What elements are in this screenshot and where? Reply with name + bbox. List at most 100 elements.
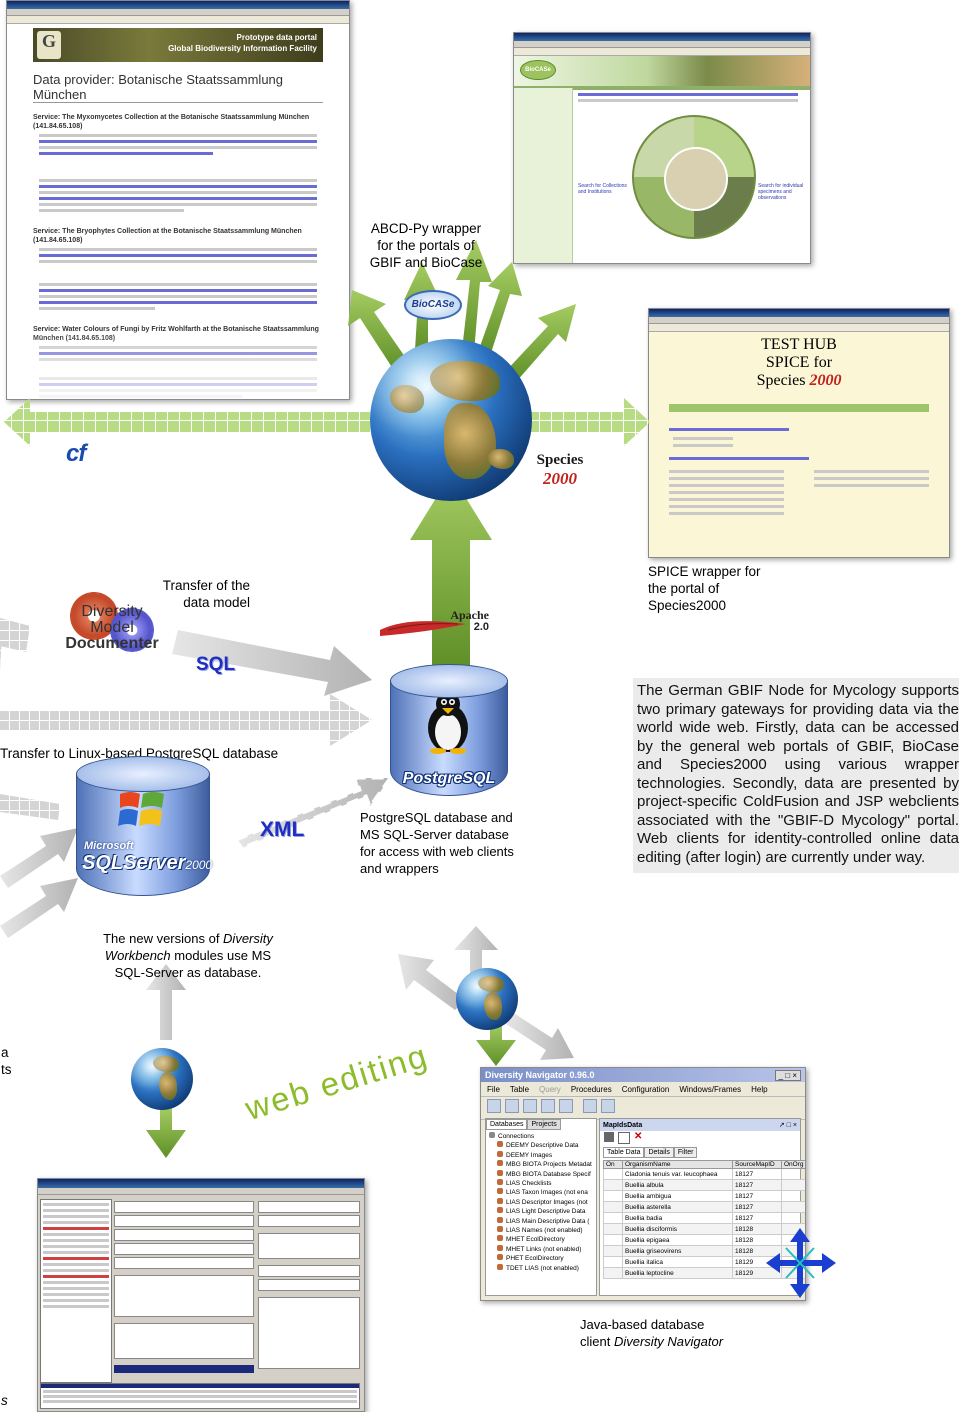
arrow-grey-sqlserver-1 <box>0 794 60 820</box>
postgresql-database-icon: PostgreSQL <box>390 664 508 796</box>
tree-item[interactable]: LIAS Main Descriptive Data ( <box>489 1216 593 1226</box>
database-icon <box>497 1179 503 1186</box>
table-cell <box>781 1201 805 1213</box>
menu-item-help[interactable]: Help <box>751 1084 768 1094</box>
menu-item-query[interactable]: Query <box>539 1084 561 1094</box>
database-icon <box>497 1197 503 1204</box>
window-controls-icon[interactable]: _ □ × <box>774 1069 801 1081</box>
menu-item-table[interactable]: Table <box>509 1084 530 1094</box>
table-cell: 18127 <box>732 1190 782 1202</box>
tree-item[interactable]: LIAS Light Descriptive Data <box>489 1207 593 1216</box>
tree-item[interactable]: LIAS Checklists <box>489 1179 593 1188</box>
tree-item[interactable]: LIAS Taxon Images (not ena <box>489 1188 593 1197</box>
toolbar-icon[interactable] <box>487 1099 501 1113</box>
spice-title-4: 2000 <box>809 372 842 389</box>
gbif-service-2: Service: The Bryophytes Collection at th… <box>33 228 302 244</box>
species2000-logo-line2: 2000 <box>543 469 577 488</box>
toolbar-icon[interactable] <box>601 1099 615 1113</box>
tree-item[interactable]: MHET EcolDirectory <box>489 1235 593 1244</box>
tree-item-label: MBG BIOTA Database Specif <box>506 1170 591 1178</box>
save-icon[interactable] <box>604 1132 614 1142</box>
tree-item[interactable]: MHET Links (not enabled) <box>489 1244 593 1254</box>
tree-item[interactable]: MBG BIOTA Projects Metadat <box>489 1160 593 1169</box>
tux-penguin-icon <box>428 692 468 754</box>
tree-item-label: LIAS Light Descriptive Data <box>506 1208 586 1216</box>
delete-icon[interactable]: ✕ <box>634 1131 643 1142</box>
sqlserver-caption-b: modules use MS SQL-Server as database. <box>114 948 272 980</box>
tab-databases[interactable]: Databases <box>486 1119 528 1130</box>
transfer-model-caption: Transfer of the data model <box>162 578 250 610</box>
sqlserver-caption: The new versions of Diversity Workbench … <box>78 930 298 981</box>
toolbar-icon[interactable] <box>583 1099 597 1113</box>
arrow-grey-diag-globe-2 <box>506 1012 574 1060</box>
tree-item-label: LIAS Descriptor Images (not <box>506 1198 588 1206</box>
tab-projects[interactable]: Projects <box>527 1119 561 1130</box>
tree-item[interactable]: DEEMY Images <box>489 1150 593 1160</box>
save-icon[interactable] <box>559 1099 573 1113</box>
column-header[interactable]: On <box>603 1160 623 1169</box>
column-header[interactable]: OnOrg <box>781 1160 805 1169</box>
species2000-logo-line1: Species <box>536 452 584 468</box>
arrow-sql-transfer <box>0 636 2 670</box>
tree-item[interactable]: PHET EcolDirectory <box>489 1254 593 1263</box>
spice-title-3: Species <box>756 372 810 389</box>
toolbar-icon[interactable] <box>523 1099 537 1113</box>
table-cell <box>781 1234 805 1246</box>
arrow-grey-sqlserver-3 <box>0 878 78 938</box>
tree-item-label: MHET EcolDirectory <box>506 1236 565 1244</box>
gbif-page-title: Data provider: Botanische Staatssammlung… <box>33 72 284 102</box>
apache-version: 2.0 <box>473 621 489 633</box>
tree-item-label: MHET Links (not enabled) <box>506 1245 582 1253</box>
inner-window-title: MapIdsData <box>603 1121 643 1129</box>
table-cell: 18129 <box>732 1256 782 1268</box>
menu-item-windows-frames[interactable]: Windows/Frames <box>679 1084 742 1094</box>
column-header[interactable]: OrganismName <box>622 1160 733 1169</box>
tab-table-data[interactable]: Table Data <box>603 1147 645 1158</box>
toolbar-icon[interactable] <box>505 1099 519 1113</box>
column-header[interactable]: SourceMapID <box>732 1160 782 1169</box>
new-record-icon[interactable] <box>618 1132 630 1144</box>
tree-item[interactable]: LIAS Names (not enabled) <box>489 1226 593 1235</box>
database-icon <box>497 1150 503 1157</box>
tree-item[interactable]: MBG BIOTA Database Specif <box>489 1169 593 1179</box>
arrow-to-biocase-1 <box>478 262 522 356</box>
tree-item[interactable]: Connections <box>489 1132 593 1141</box>
tree-item[interactable]: TDET LIAS (not enabled) <box>489 1263 593 1273</box>
database-icon <box>497 1188 503 1195</box>
menu-item-configuration[interactable]: Configuration <box>621 1084 670 1094</box>
inner-window-controls-icon[interactable]: ↗ □ × <box>778 1122 797 1129</box>
table-cell: 18129 <box>732 1267 782 1279</box>
menu-item-procedures[interactable]: Procedures <box>570 1084 612 1094</box>
table-cell: 18127 <box>732 1179 782 1191</box>
tree-item-label: TDET LIAS (not enabled) <box>506 1264 579 1272</box>
tree-item[interactable]: DEEMY Descriptive Data <box>489 1141 593 1150</box>
database-icon <box>497 1263 503 1270</box>
table-cell <box>603 1267 623 1279</box>
tree-item-label: LIAS Main Descriptive Data ( <box>506 1217 590 1225</box>
menu-item-file[interactable]: File <box>487 1084 500 1094</box>
tab-filter[interactable]: Filter <box>673 1147 698 1158</box>
arrow-to-left-lattice <box>4 398 370 446</box>
postgresql-label: PostgreSQL <box>402 770 496 787</box>
tree-item[interactable]: LIAS Descriptor Images (not <box>489 1197 593 1207</box>
description-text: The German GBIF Node for Mycology suppor… <box>637 682 959 866</box>
table-cell: Buellia badia <box>622 1212 733 1224</box>
table-cell <box>781 1256 805 1268</box>
tree-item-label: LIAS Checklists <box>506 1180 552 1188</box>
left-fragment-2: ts <box>1 1062 12 1077</box>
tab-details[interactable]: Details <box>644 1147 674 1158</box>
spice-wrapper-caption: SPICE wrapper for the portal of Species2… <box>648 564 761 613</box>
toolbar-icon[interactable] <box>541 1099 555 1113</box>
tree-item-label: LIAS Names (not enabled) <box>506 1227 583 1235</box>
